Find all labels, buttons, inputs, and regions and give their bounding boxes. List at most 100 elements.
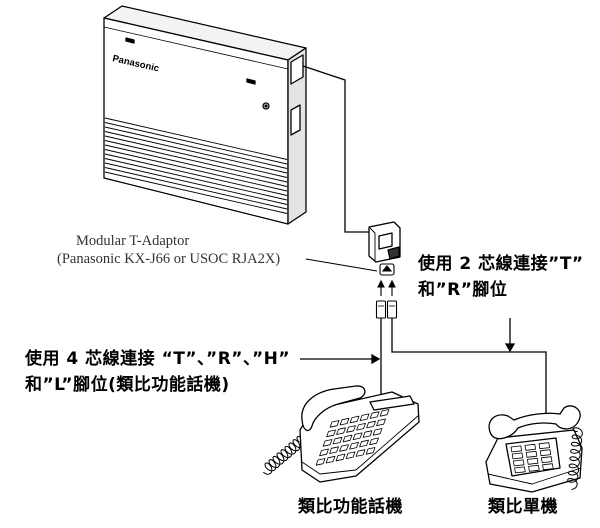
keypad-key [342, 434, 353, 443]
pbx-vent-line [104, 171, 288, 214]
keypad-key [376, 418, 386, 427]
pbx-to-adaptor-cable [302, 65, 369, 233]
keypad-key [315, 458, 326, 466]
pbx-vent-line [104, 131, 288, 174]
keypad-key [524, 443, 536, 451]
pbx-side-cover [290, 104, 301, 136]
t-adaptor-shadow [387, 246, 400, 260]
keypad-key [359, 439, 369, 448]
pbx-unit: Panasonic [103, 5, 307, 225]
pbx-indicator-right [246, 78, 256, 85]
up-arrow-left-icon [377, 279, 385, 288]
adaptor-label-leader [305, 258, 378, 272]
keypad-key [366, 420, 376, 429]
keypad-key [525, 450, 538, 458]
pbx-vent-line [104, 140, 288, 183]
keypad-key [346, 425, 356, 433]
four-wire-arrow-head [371, 353, 381, 365]
keypad-key [322, 439, 333, 447]
keypad-key [356, 422, 366, 431]
pbx-vent-line [104, 167, 288, 210]
pbx-vent-line [104, 153, 288, 196]
keypad-key [527, 457, 539, 465]
keypad-key [514, 466, 526, 474]
t-adaptor-jack [378, 232, 393, 250]
keypad-key [352, 432, 363, 441]
keypad-key [355, 449, 366, 457]
keypad-key [326, 429, 336, 438]
pbx-vent-line [104, 122, 288, 165]
pbx-vent-line [104, 144, 288, 187]
wiring [302, 65, 547, 416]
annotation-arrows [300, 318, 516, 365]
pbx-vent-grille [104, 117, 288, 214]
single-line-phone [485, 405, 583, 493]
pbx-vent-line [104, 158, 288, 201]
pbx-vent-line [104, 135, 288, 178]
keypad-key [528, 464, 540, 472]
pbx-vent-line [104, 162, 288, 205]
t-adaptor [368, 221, 401, 263]
feature-phone-label: 類比功能話機 [298, 497, 403, 517]
single-phone-base-edge [487, 467, 582, 485]
keypad-key [379, 409, 390, 417]
adaptor-name-label: Modular T-Adaptor [76, 233, 190, 249]
t-adaptor-edge [368, 226, 376, 262]
single-phone-coiled-cord [567, 427, 583, 490]
keypad-key [332, 436, 343, 445]
keypad-key [365, 447, 376, 455]
keypad-key [538, 442, 550, 450]
pbx-front-trim [103, 26, 289, 70]
pbx-vent-line [104, 117, 288, 160]
keypad-key [339, 417, 350, 426]
two-wire-note-line-2: 和”R”腳位 [418, 280, 508, 300]
pbx-power-led-dot [264, 104, 268, 108]
pbx-vent-line [104, 126, 288, 169]
feature-phone-coiled-cord [263, 435, 305, 475]
two-wire-arrow-head [504, 343, 516, 353]
single-phone-keypad [510, 442, 554, 474]
four-wire-note-line-1: 使用 4 芯線連接 “T”、”R”、”H” [25, 349, 291, 369]
pbx-indicator-left [125, 37, 135, 44]
keypad-key [539, 449, 552, 457]
up-arrow-right-icon [388, 279, 396, 288]
adaptor-plug-arrow-icon [381, 265, 393, 272]
feature-phone-base-edge [301, 414, 420, 475]
feature-phone-handset [301, 385, 366, 432]
keypad-key [359, 413, 370, 422]
keypad-key [513, 459, 525, 467]
keypad-key [319, 448, 329, 457]
keypad-key [362, 430, 373, 438]
four-wire-note-line-2: 和”L”腳位(類比功能話機) [25, 375, 230, 395]
feature-phone-display [369, 395, 415, 411]
single-line-phone-cable [391, 318, 547, 416]
keypad-key [372, 428, 383, 436]
pbx-side-face [287, 47, 307, 225]
keypad-key [349, 441, 359, 450]
single-line-phone-label: 類比單機 [488, 497, 558, 517]
feature-phone [263, 385, 420, 483]
single-phone-handset [488, 405, 581, 440]
pbx-line-port [290, 54, 304, 85]
keypad-key [325, 455, 336, 464]
keypad-key [336, 427, 346, 435]
keypad-key [369, 411, 380, 419]
keypad-key [511, 452, 524, 460]
feature-phone-keypad [315, 409, 390, 466]
keypad-key [510, 445, 522, 453]
plug-right [386, 300, 398, 319]
adaptor-model-label: (Panasonic KX-J66 or USOC RJA2X) [57, 251, 281, 267]
plug-left [375, 300, 387, 319]
keypad-key [339, 444, 349, 452]
two-wire-note-line-1: 使用 2 芯線連接”T” [418, 254, 584, 274]
keypad-key [349, 415, 360, 424]
keypad-key [345, 451, 356, 460]
modular-plugs [375, 263, 398, 319]
keypad-key [329, 446, 339, 454]
keypad-key [329, 420, 340, 428]
keypad-key [369, 437, 379, 446]
keypad-key [541, 456, 553, 464]
pbx-vent-line [104, 149, 288, 192]
keypad-key [335, 453, 346, 462]
